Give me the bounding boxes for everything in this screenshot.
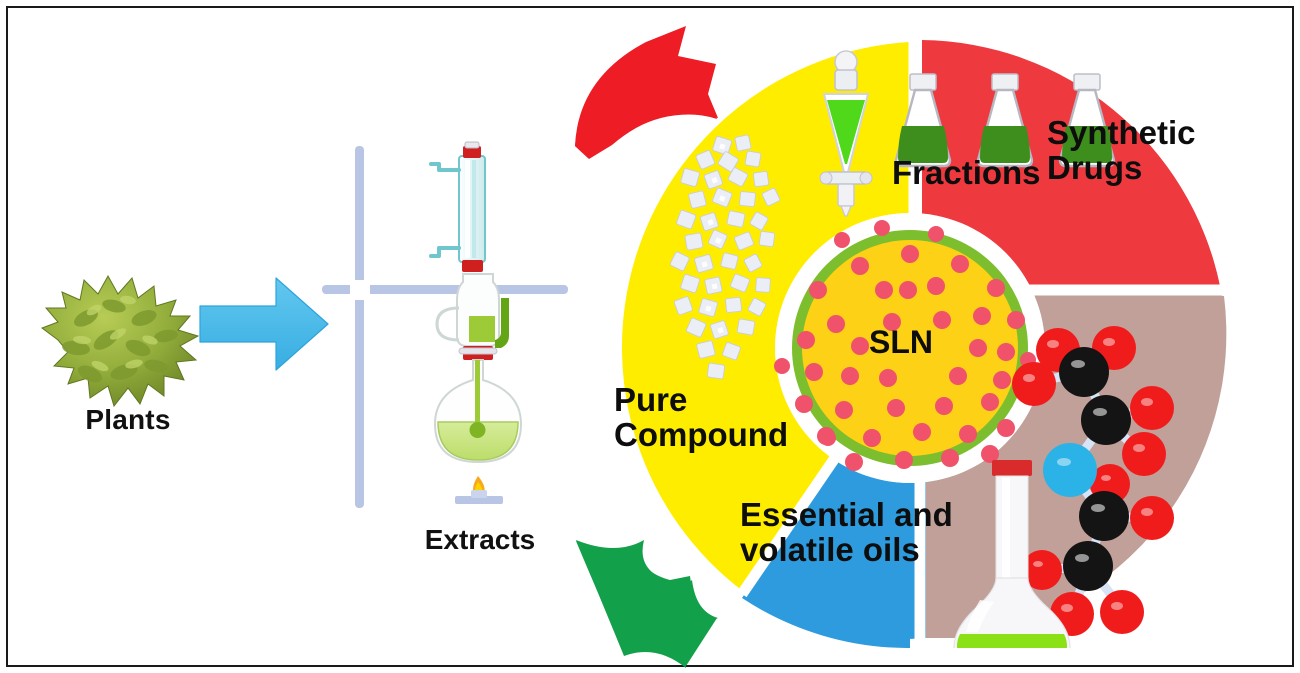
plants-label: Plants <box>85 404 171 435</box>
plants-illustration <box>28 248 228 448</box>
distillation-apparatus-icon <box>415 140 545 510</box>
right-arrow-icon <box>196 272 332 376</box>
crosshair-vertical-line <box>355 146 364 508</box>
crosshair-center-gap <box>350 280 370 300</box>
label-fractions: Fractions <box>892 154 1041 191</box>
molecule-ball-and-stick-icon <box>1012 326 1174 636</box>
erlenmeyer-flask-icon <box>976 73 1034 168</box>
label-synthetic-drugs: Synthetic Drugs <box>1047 114 1196 186</box>
erlenmeyer-flask-icon <box>1058 73 1116 168</box>
volumetric-flask-icon <box>953 460 1071 648</box>
crosshair-horizontal-line <box>322 285 568 294</box>
erlenmeyer-flask-icon <box>894 73 952 168</box>
label-essential-oils: Essential and volatile oils <box>740 496 953 568</box>
product-wheel: Fractions Synthetic Drugs Essential and … <box>592 28 1240 648</box>
separatory-funnel-icon <box>819 50 873 217</box>
fractions-glassware <box>819 50 1116 217</box>
extracts-label: Extracts <box>424 524 536 555</box>
curved-arrow-icon-green <box>560 508 750 673</box>
label-sln: SLN <box>869 324 933 360</box>
crystal-cluster-icon <box>669 134 781 380</box>
label-pure-compound: Pure Compound <box>614 381 789 453</box>
curved-arrow-icon-red <box>558 18 748 183</box>
